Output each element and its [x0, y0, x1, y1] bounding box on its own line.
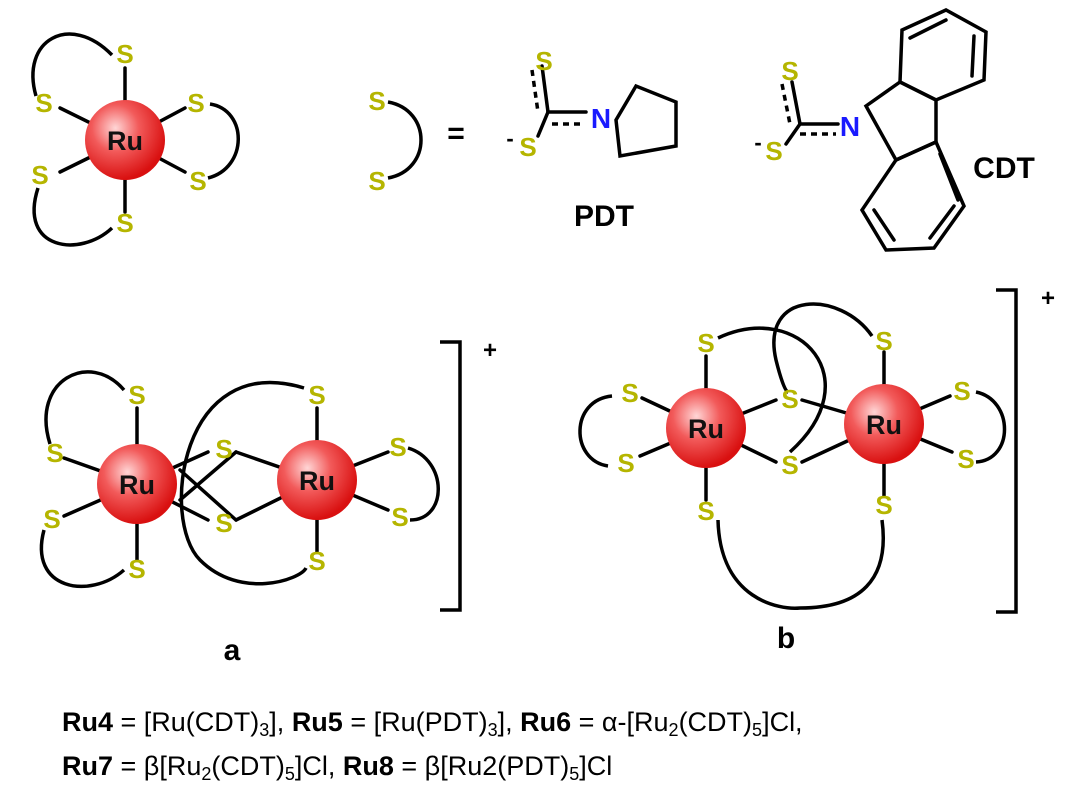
monomer-complex: Ru S S S S S S: [31, 32, 240, 247]
dimer-structure-b: Ru Ru S S S S S S S S S S + b: [578, 285, 1055, 655]
caption-text: (CDT): [678, 707, 753, 737]
s-atom-label: S: [189, 166, 206, 196]
ru-atom-label: Ru: [299, 466, 335, 496]
negative-charge: -: [506, 126, 513, 151]
s-atom-label: S: [957, 444, 974, 474]
subscript: 3: [259, 720, 270, 740]
s-atom-label: S: [187, 88, 204, 118]
compound-id: Ru5: [291, 707, 343, 737]
ru-sphere: [844, 384, 924, 464]
compound-id: Ru8: [342, 751, 394, 781]
s-atom-label: S: [697, 328, 714, 358]
cdt-ligand: S S - N CDT: [754, 8, 1035, 252]
compound-id: Ru6: [520, 707, 572, 737]
label-b: b: [777, 622, 795, 655]
caption-text: = [Ru(CDT): [113, 707, 260, 737]
s-atom-label: S: [308, 546, 325, 576]
pdt-ligand: S S - N PDT: [506, 46, 678, 233]
caption-text: = α-[Ru: [571, 707, 669, 737]
s-atom-label: S: [35, 88, 52, 118]
compound-caption: Ru4 = [Ru(CDT)3], Ru5 = [Ru(PDT)3], Ru6 …: [62, 700, 1062, 788]
subscript: 5: [284, 764, 295, 784]
s-atom-label: S: [46, 438, 63, 468]
caption-text: = β[Ru: [113, 751, 202, 781]
caption-text: = β[Ru2(PDT): [393, 751, 570, 781]
compound-id: Ru7: [62, 751, 114, 781]
s-atom-label: S: [128, 554, 145, 584]
s-atom-label: S: [617, 448, 634, 478]
ru-sphere: [85, 100, 165, 180]
caption-text: ]Cl,: [762, 707, 803, 737]
caption-text: = [Ru(PDT): [342, 707, 488, 737]
s-atom-label: S: [875, 326, 892, 356]
pdt-label: PDT: [574, 200, 634, 233]
s-atom-label: S: [535, 46, 552, 76]
dimer-structure-a: Ru Ru S S S S S S S S S S + a: [39, 337, 497, 667]
subscript: 5: [569, 764, 580, 784]
s-atom-label: S: [781, 56, 798, 86]
s-atom-label: S: [215, 508, 232, 538]
caption-text: ],: [497, 707, 521, 737]
s-atom-label: S: [215, 434, 232, 464]
ru-atom-label: Ru: [688, 414, 724, 444]
caption-text: ],: [269, 707, 292, 737]
s-atom-label: S: [128, 380, 145, 410]
subscript: 3: [487, 720, 498, 740]
subscript: 2: [668, 720, 679, 740]
s-atom-label: S: [43, 504, 60, 534]
ligand-legend: S S =: [368, 86, 464, 196]
ru-atom-label: Ru: [107, 126, 143, 156]
s-atom-label: S: [781, 384, 798, 414]
n-atom-label: N: [840, 111, 860, 142]
ru-sphere: [666, 388, 746, 468]
caption-line-1: Ru4 = [Ru(CDT)3], Ru5 = [Ru(PDT)3], Ru6 …: [62, 700, 1062, 744]
ru-atom-label: Ru: [119, 470, 155, 500]
positive-charge: +: [1041, 285, 1055, 312]
s-atom-label: S: [765, 136, 782, 166]
n-atom-label: N: [591, 103, 611, 134]
caption-line-2: Ru7 = β[Ru2(CDT)5]Cl, Ru8 = β[Ru2(PDT)5]…: [62, 744, 1062, 788]
equals-sign: =: [447, 117, 465, 150]
s-atom-label: S: [697, 496, 714, 526]
s-atom-label: S: [116, 39, 133, 69]
s-atom-label: S: [621, 378, 638, 408]
label-a: a: [224, 634, 241, 667]
s-atom-label: S: [389, 432, 406, 462]
caption-text: (CDT): [211, 751, 285, 781]
s-atom-label: S: [308, 380, 325, 410]
ru-atom-label: Ru: [866, 410, 902, 440]
structure-diagram: Ru S S S S S S S S = S S - N PDT: [31, 8, 1055, 667]
s-atom-label: S: [391, 502, 408, 532]
s-atom-label: S: [953, 376, 970, 406]
s-atom-label: S: [31, 160, 48, 190]
s-atom-label: S: [781, 450, 798, 480]
positive-charge: +: [483, 337, 497, 364]
caption-text: ]Cl: [579, 751, 613, 781]
s-atom-label: S: [368, 86, 385, 116]
negative-charge: -: [754, 130, 761, 155]
s-atom-label: S: [368, 166, 385, 196]
s-atom-label: S: [875, 490, 892, 520]
ru-sphere: [277, 440, 357, 520]
compound-id: Ru4: [62, 707, 114, 737]
s-atom-label: S: [116, 208, 133, 238]
ru-sphere: [97, 444, 177, 524]
subscript: 2: [201, 764, 212, 784]
subscript: 5: [752, 720, 763, 740]
caption-text: ]Cl,: [294, 751, 343, 781]
cdt-label: CDT: [973, 152, 1035, 185]
s-atom-label: S: [519, 132, 536, 162]
